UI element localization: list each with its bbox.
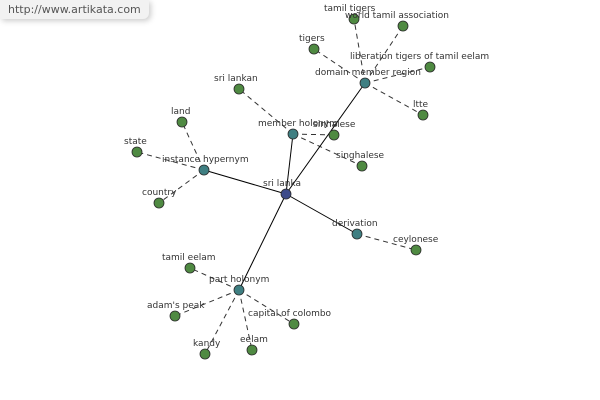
- node-state[interactable]: [131, 146, 143, 158]
- node-tamil-eelam[interactable]: [184, 262, 196, 274]
- label-liberation-tigers-of-tamil-eelam: liberation tigers of tamil eelam: [350, 52, 489, 62]
- edge-instance-hypernym-state: [136, 151, 205, 171]
- edge-root-domain-member-region: [285, 82, 366, 195]
- label-instance-hypernym: instance hypernym: [162, 155, 249, 165]
- edge-domain-member-region-tigers: [313, 48, 366, 84]
- label-ltte: ltte: [413, 100, 429, 110]
- label-derivation: derivation: [332, 219, 378, 229]
- edge-member-holonym-sinhalese: [292, 133, 335, 136]
- edge-part-holonym-kandy: [204, 289, 240, 355]
- node-world-tamil-association[interactable]: [397, 20, 409, 32]
- node-country[interactable]: [153, 197, 165, 209]
- label-eelam: eelam: [240, 335, 268, 345]
- node-kandy[interactable]: [199, 348, 211, 360]
- label-domain-member-region: domain member region: [315, 68, 421, 78]
- label-tigers: tigers: [299, 34, 325, 44]
- label-sri-lankan: sri lankan: [214, 74, 258, 84]
- edge-instance-hypernym-country: [158, 169, 205, 204]
- edge-member-holonym-sri-lankan: [238, 88, 294, 135]
- edge-domain-member-region-liberation-tigers-of-tamil-eelam: [364, 66, 431, 84]
- edge-part-holonym-eelam: [238, 289, 253, 351]
- node-singhalese[interactable]: [356, 160, 368, 172]
- edge-root-part-holonym: [238, 193, 287, 291]
- label-country: country: [142, 188, 177, 198]
- edge-root-instance-hypernym: [203, 169, 287, 195]
- node-sri-lanka[interactable]: [280, 188, 292, 200]
- label-tamil-tigers: tamil tigers: [324, 4, 376, 14]
- watermark-url: http://www.artikata.com: [0, 0, 149, 19]
- label-part-holonym: part holonym: [209, 275, 269, 285]
- node-liberation-tigers-of-tamil-eelam[interactable]: [424, 61, 436, 73]
- node-sinhalese[interactable]: [328, 129, 340, 141]
- node-part-holonym[interactable]: [233, 284, 245, 296]
- label-kandy: kandy: [193, 339, 221, 349]
- node-tamil-tigers[interactable]: [348, 13, 360, 25]
- edge-part-holonym-capital-of-colombo: [238, 289, 295, 325]
- label-state: state: [124, 137, 147, 147]
- node-derivation[interactable]: [351, 228, 363, 240]
- label-sinhalese: sinhalese: [313, 120, 356, 130]
- label-ceylonese: ceylonese: [393, 235, 439, 245]
- node-domain-member-region[interactable]: [359, 77, 371, 89]
- label-adam-s-peak: adam's peak: [147, 301, 205, 311]
- label-capital-of-colombo: capital of colombo: [248, 309, 332, 319]
- label-land: land: [171, 107, 190, 117]
- label-member-holonym: member holonym: [258, 119, 338, 129]
- node-ltte[interactable]: [417, 109, 429, 121]
- node-adam-s-peak[interactable]: [169, 310, 181, 322]
- node-capital-of-colombo[interactable]: [288, 318, 300, 330]
- node-tigers[interactable]: [308, 43, 320, 55]
- edge-derivation-ceylonese: [356, 233, 417, 251]
- label-tamil-eelam: tamil eelam: [162, 253, 216, 263]
- node-member-holonym[interactable]: [287, 128, 299, 140]
- edge-domain-member-region-tamil-tigers: [353, 18, 366, 84]
- edge-domain-member-region-world-tamil-association: [364, 25, 404, 84]
- edge-member-holonym-singhalese: [292, 133, 363, 167]
- node-eelam[interactable]: [246, 344, 258, 356]
- edge-root-derivation: [285, 193, 358, 235]
- edge-part-holonym-adam-s-peak: [174, 289, 240, 317]
- label-singhalese: singhalese: [336, 151, 385, 161]
- label-sri-lanka: sri lanka: [263, 179, 301, 189]
- node-ceylonese[interactable]: [410, 244, 422, 256]
- node-land[interactable]: [176, 116, 188, 128]
- edge-domain-member-region-ltte: [364, 82, 424, 116]
- node-sri-lankan[interactable]: [233, 83, 245, 95]
- edge-root-member-holonym: [285, 133, 294, 195]
- node-instance-hypernym[interactable]: [198, 164, 210, 176]
- label-world-tamil-association: world tamil association: [345, 11, 449, 21]
